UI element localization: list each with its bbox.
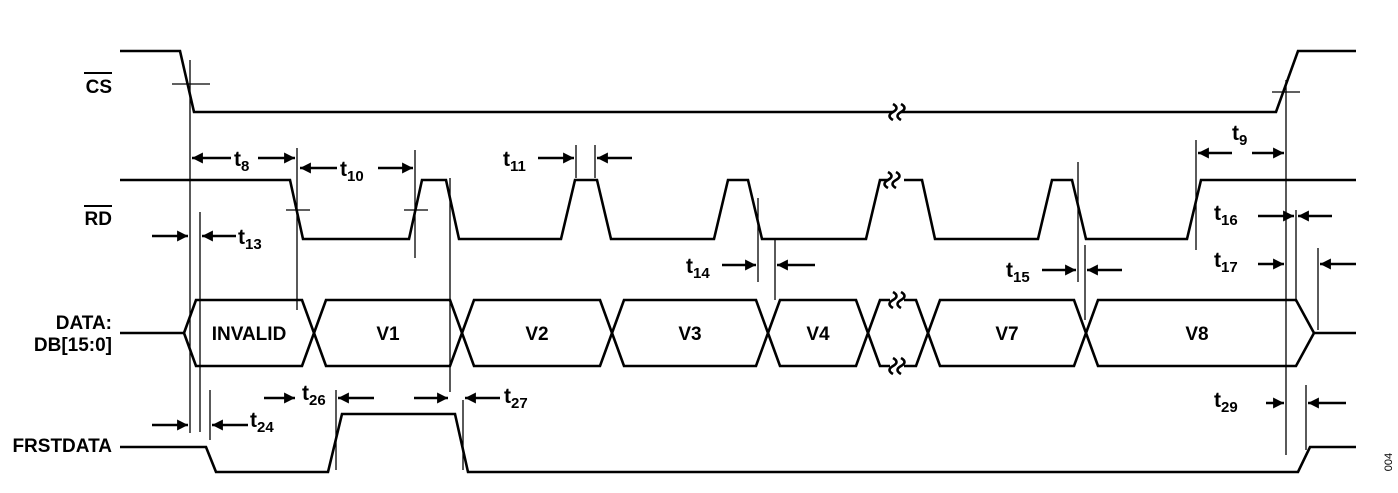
cs-label: CS: [86, 77, 112, 98]
bus-value-invalid: INVALID: [212, 324, 287, 345]
timing-label-t8: t8: [234, 148, 249, 175]
bus-value-v7: V7: [995, 324, 1018, 345]
cs-waveform: [120, 49, 1356, 122]
timing-label-t24: t24: [250, 409, 274, 436]
timing-label-t26: t26: [302, 382, 326, 409]
bus-value-v2: V2: [525, 324, 548, 345]
timing-label-t16: t16: [1214, 202, 1238, 229]
bus-value-v8: V8: [1185, 324, 1208, 345]
data-bus-waveform: [120, 290, 1356, 376]
timing-label-t9: t9: [1232, 122, 1247, 149]
timing-label-t15: t15: [1006, 259, 1030, 286]
rd-waveform: [120, 170, 1356, 241]
timing-label-t10: t10: [340, 158, 364, 185]
timing-label-t11: t11: [503, 148, 526, 175]
frstdata-label: FRSTDATA: [12, 436, 112, 457]
timing-label-t14: t14: [686, 255, 710, 282]
timing-label-t29: t29: [1214, 389, 1238, 416]
timing-label-t27: t27: [504, 385, 528, 412]
bus-value-v1: V1: [376, 324, 400, 345]
bus-value-v4: V4: [806, 324, 830, 345]
timing-label-t13: t13: [238, 226, 262, 253]
data-label-line2: DB[15:0]: [34, 335, 112, 356]
timing-label-t17: t17: [1214, 249, 1238, 276]
reference-lines: [189, 60, 1319, 470]
data-label-line1: DATA:: [56, 313, 112, 334]
timing-arrows: [152, 147, 1356, 431]
frstdata-waveform: [120, 412, 1356, 474]
bus-value-v3: V3: [678, 324, 701, 345]
rd-label: RD: [85, 209, 112, 230]
figure-id: 004: [1383, 453, 1395, 471]
